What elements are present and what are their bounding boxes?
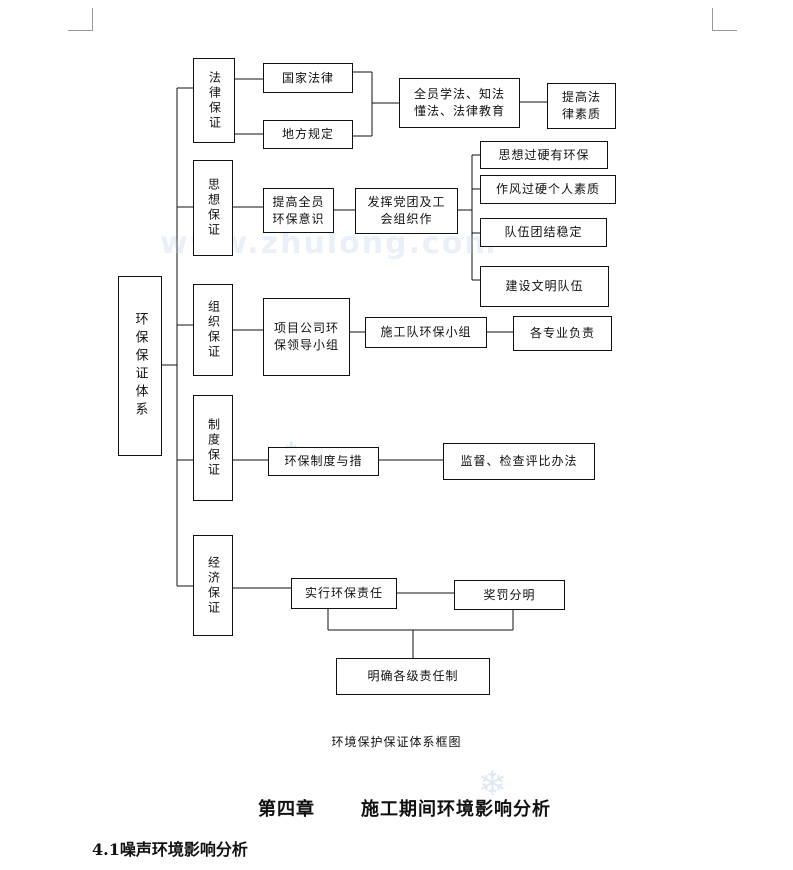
chapter-title: 施工期间环境影响分析	[361, 799, 551, 820]
node-leading-group: 项目公司环保领导小组	[263, 298, 350, 376]
node-ideology-item-1: 思想过硬有环保	[480, 141, 608, 169]
section-heading: 4.1噪声环境影响分析	[92, 840, 248, 859]
node-team-group: 施工队环保小组	[365, 317, 487, 348]
branch-organization: 组织保证	[193, 284, 233, 376]
node-supervision: 监督、检查评比办法	[443, 443, 595, 480]
page-corner-mark-right	[712, 8, 737, 31]
chapter-number: 第四章	[258, 799, 315, 820]
figure-caption: 环境保护保证体系框图	[331, 735, 462, 749]
node-raise-awareness: 提高全员环保意识	[263, 188, 334, 233]
node-national-law: 国家法律	[263, 63, 353, 93]
node-reward: 奖罚分明	[454, 580, 565, 610]
snowflake-watermark-icon: ❄	[478, 764, 507, 804]
node-ideology-item-2: 作风过硬个人素质	[480, 175, 616, 204]
page-corner-mark-left	[68, 8, 93, 31]
node-responsibility: 实行环保责任	[291, 578, 397, 609]
branch-system: 制度保证	[193, 395, 233, 501]
node-ideology-item-3: 队伍团结稳定	[480, 218, 607, 247]
node-local-rules: 地方规定	[263, 120, 353, 149]
branch-ideology: 思想保证	[193, 160, 233, 256]
node-ideology-item-4: 建设文明队伍	[480, 266, 609, 307]
node-party-union: 发挥党团及工会组织作	[355, 188, 458, 234]
root-node: 环保保证体系	[118, 276, 162, 456]
node-legal-quality: 提高法律素质	[547, 83, 616, 129]
node-specialty: 各专业负责	[513, 316, 612, 351]
node-legal-education: 全员学法、知法懂法、法律教育	[399, 78, 520, 128]
node-measures: 环保制度与措	[268, 447, 379, 476]
chapter-heading: 第四章 施工期间环境影响分析	[258, 795, 551, 821]
branch-economic: 经济保证	[193, 535, 233, 636]
branch-legal: 法律保证	[193, 58, 235, 143]
node-clarify: 明确各级责任制	[336, 658, 490, 695]
